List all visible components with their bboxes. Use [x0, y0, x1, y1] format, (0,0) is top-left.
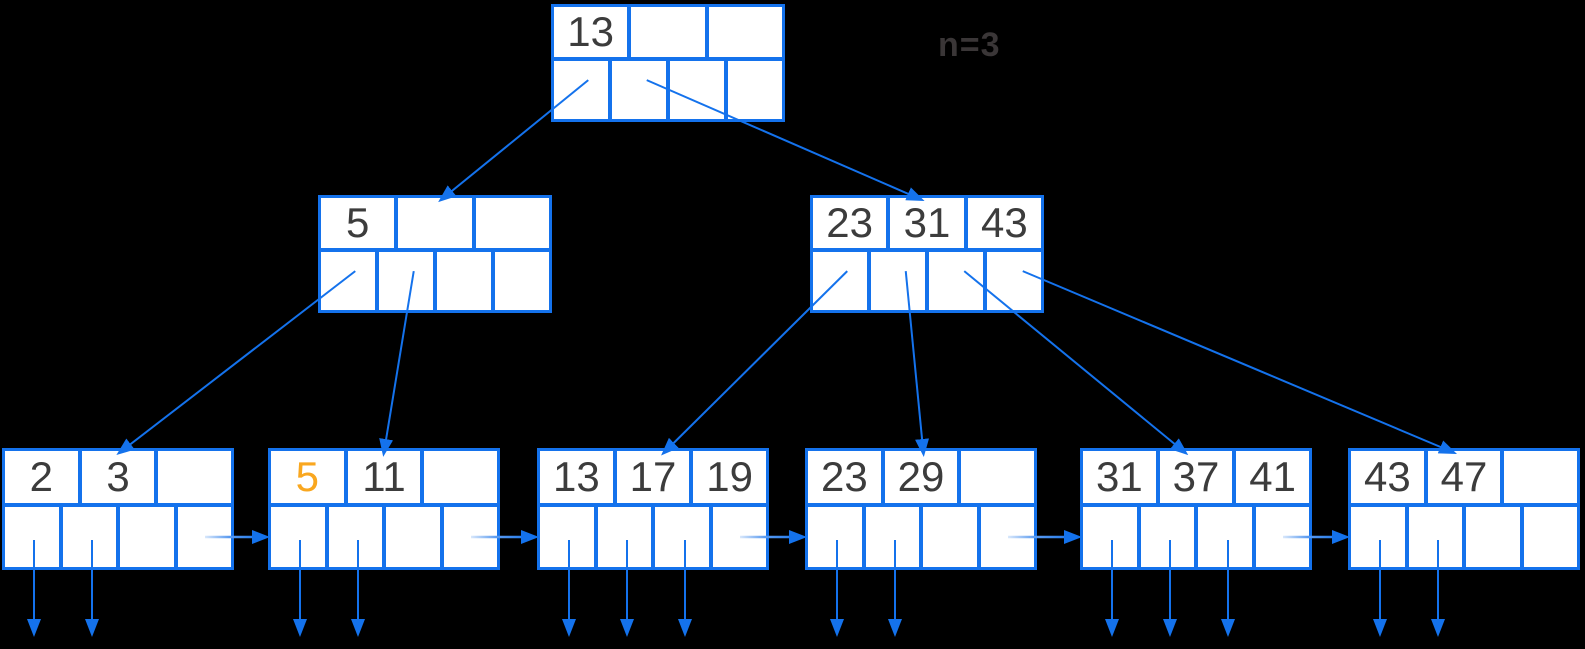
key-cell: [158, 451, 231, 503]
pointer-cell: [321, 252, 375, 310]
key-row: 23 29: [808, 451, 1034, 503]
key-row: 5: [321, 198, 549, 248]
key-row: 2 3: [5, 451, 231, 503]
key-cell: [424, 451, 497, 503]
btree-node-leaf-4: 23 29: [805, 448, 1037, 570]
pointer-cell: [495, 252, 549, 310]
key-cell: 2: [5, 451, 78, 503]
pointer-row: [321, 252, 549, 310]
key-cell: 11: [347, 451, 421, 503]
pointer-cell: [120, 507, 174, 567]
pointer-cell: [379, 252, 433, 310]
child-pointer-arrow: [1022, 270, 1458, 454]
btree-node-leaf-1: 2 3: [2, 448, 234, 570]
pointer-cell: [929, 252, 983, 310]
key-cell: 5: [271, 451, 344, 503]
pointer-cell: [1255, 507, 1309, 567]
key-row: 43 47: [1351, 451, 1577, 503]
pointer-cell: [813, 252, 867, 310]
pointer-row: [271, 507, 497, 567]
pointer-cell: [1140, 507, 1194, 567]
key-cell: [631, 7, 705, 57]
key-row: 13: [554, 7, 782, 57]
pointer-row: [813, 252, 1041, 310]
key-row: 23 31 43: [813, 198, 1041, 248]
pointer-cell: [437, 252, 491, 310]
pointer-cell: [865, 507, 919, 567]
pointer-cell: [554, 61, 608, 119]
key-cell: 5: [321, 198, 395, 248]
key-cell: 47: [1427, 451, 1501, 503]
pointer-cell: [62, 507, 116, 567]
pointer-cell: [386, 507, 440, 567]
order-label: n=3: [938, 26, 1001, 64]
btree-node-internal-left: 5: [318, 195, 552, 313]
btree-node-leaf-5: 31 37 41: [1080, 448, 1312, 570]
key-cell: 29: [884, 451, 958, 503]
key-row: 31 37 41: [1083, 451, 1309, 503]
pointer-cell: [1198, 507, 1252, 567]
pointer-cell: [540, 507, 594, 567]
key-row: 5 11: [271, 451, 497, 503]
pointer-cell: [923, 507, 977, 567]
pointer-cell: [670, 61, 724, 119]
key-cell: [475, 198, 549, 248]
pointer-cell: [987, 252, 1041, 310]
key-cell: 31: [890, 198, 964, 248]
pointer-cell: [1523, 507, 1577, 567]
btree-node-leaf-3: 13 17 19: [537, 448, 769, 570]
btree-node-leaf-2: 5 11: [268, 448, 500, 570]
key-cell: 23: [808, 451, 881, 503]
pointer-cell: [1408, 507, 1462, 567]
pointer-cell: [1083, 507, 1137, 567]
key-cell: 43: [1351, 451, 1424, 503]
key-cell: [961, 451, 1034, 503]
pointer-cell: [443, 507, 497, 567]
pointer-cell: [328, 507, 382, 567]
key-cell: 17: [616, 451, 690, 503]
pointer-cell: [728, 61, 782, 119]
pointer-cell: [712, 507, 766, 567]
key-cell: 43: [967, 198, 1041, 248]
pointer-row: [1083, 507, 1309, 567]
pointer-cell: [655, 507, 709, 567]
key-cell: 13: [554, 7, 628, 57]
pointer-row: [1351, 507, 1577, 567]
key-cell: 41: [1236, 451, 1309, 503]
pointer-cell: [271, 507, 325, 567]
pointer-cell: [1351, 507, 1405, 567]
pointer-row: [5, 507, 231, 567]
key-cell: 23: [813, 198, 887, 248]
pointer-row: [808, 507, 1034, 567]
pointer-cell: [597, 507, 651, 567]
key-cell: [398, 198, 472, 248]
key-cell: 37: [1159, 451, 1233, 503]
key-cell: [1504, 451, 1577, 503]
pointer-cell: [177, 507, 231, 567]
btree-node-internal-right: 23 31 43: [810, 195, 1044, 313]
pointer-cell: [871, 252, 925, 310]
key-cell: 3: [81, 451, 155, 503]
btree-node-leaf-6: 43 47: [1348, 448, 1580, 570]
pointer-cell: [980, 507, 1034, 567]
pointer-row: [554, 61, 782, 119]
pointer-cell: [808, 507, 862, 567]
key-cell: 31: [1083, 451, 1156, 503]
pointer-cell: [612, 61, 666, 119]
pointer-cell: [1466, 507, 1520, 567]
key-cell: 13: [540, 451, 613, 503]
key-row: 13 17 19: [540, 451, 766, 503]
key-cell: [708, 7, 782, 57]
pointer-row: [540, 507, 766, 567]
key-cell: 19: [693, 451, 766, 503]
pointer-cell: [5, 507, 59, 567]
btree-node-root: 13: [551, 4, 785, 122]
